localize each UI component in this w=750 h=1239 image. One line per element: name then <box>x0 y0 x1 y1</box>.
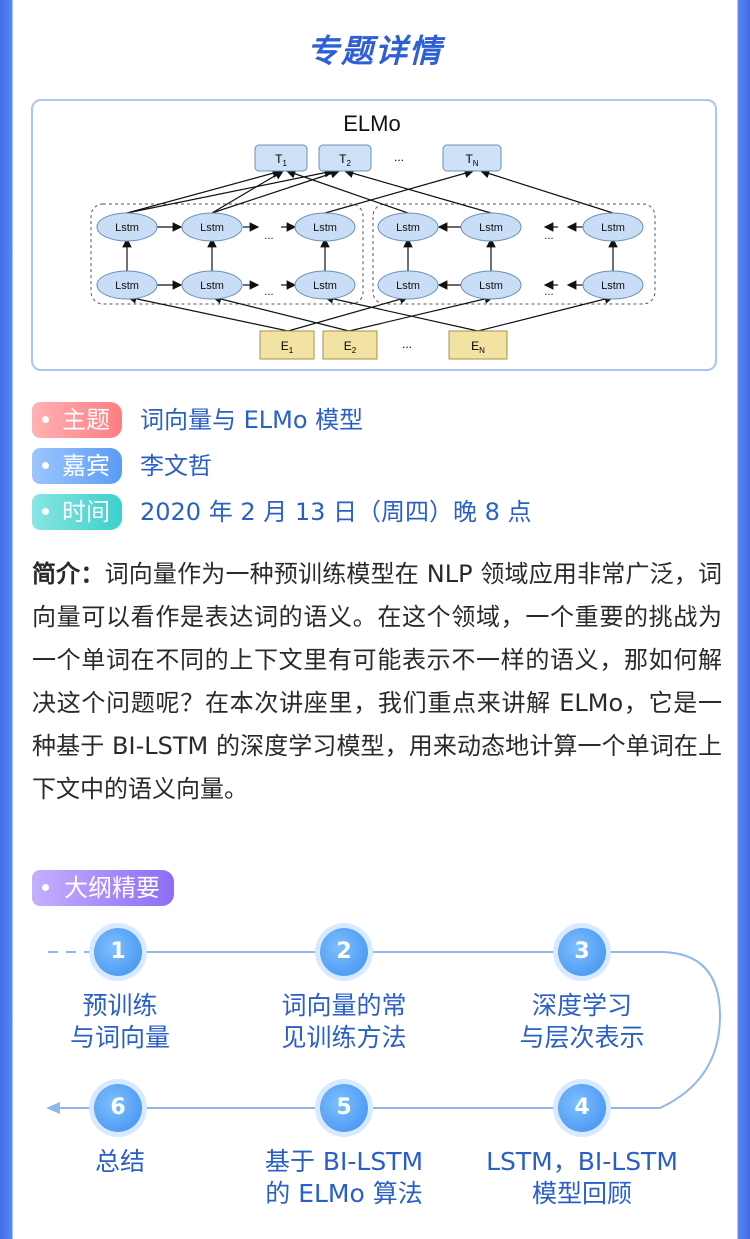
step-5-number: 5 <box>320 1084 368 1132</box>
lstm-node <box>96 212 158 242</box>
lstm-labels: Lstm Lstm Lstm Lstm Lstm Lstm Lstm Lstm … <box>115 222 625 298</box>
lstm-ellipsis: ... <box>264 230 273 242</box>
intro-paragraph: 简介：词向量作为一种预训练模型在 NLP 领域应用非常广泛，词向量可以看作是表达… <box>32 553 722 811</box>
output-label-n: TN <box>465 152 478 168</box>
step-3-line1: 深度学习 <box>531 991 632 1020</box>
lstm-node <box>294 270 356 300</box>
lstm-label: Lstm <box>200 222 224 234</box>
step-3-label: 深度学习 与层次表示 <box>472 990 692 1054</box>
time-value: 2020 年 2 月 13 日（周四）晚 8 点 <box>140 498 532 526</box>
output-label-1: T1 <box>275 152 287 168</box>
step-6-line1: 总结 <box>94 1147 145 1176</box>
output-nodes <box>254 144 502 172</box>
lstm-node <box>181 270 243 300</box>
lstm-label: Lstm <box>601 222 625 234</box>
input-label-n: EN <box>471 339 485 355</box>
lstm-label: Lstm <box>396 222 420 234</box>
step-5-line2: 的 ELMo 算法 <box>265 1179 423 1208</box>
lstm-node <box>460 212 522 242</box>
lstm-node <box>582 212 644 242</box>
lstm-label: Lstm <box>479 280 503 292</box>
step-6-label: 总结 <box>10 1146 230 1178</box>
lstm-node <box>181 212 243 242</box>
output-node-1 <box>254 144 308 172</box>
input-node-1 <box>259 330 315 360</box>
lstm-label: Lstm <box>200 280 224 292</box>
lstm-node <box>460 270 522 300</box>
input-ellipsis: ... <box>402 337 412 351</box>
lstm-node <box>96 270 158 300</box>
lstm-node <box>582 270 644 300</box>
intro-text: 词向量作为一种预训练模型在 NLP 领域应用非常广泛，词向量可以看作是表达词的语… <box>32 560 723 803</box>
elmo-diagram: ELMo <box>31 99 717 371</box>
step-4-line2: 模型回顾 <box>531 1179 632 1208</box>
guest-tag: 嘉宾 <box>32 448 122 484</box>
step-2-label: 词向量的常 见训练方法 <box>234 990 454 1054</box>
diagram-title: ELMo <box>343 111 400 136</box>
step-1-line2: 与词向量 <box>69 1023 170 1052</box>
input-label-2: E2 <box>344 339 357 355</box>
time-tag: 时间 <box>32 494 122 530</box>
forward-lstm-group <box>90 203 364 305</box>
lstm-label: Lstm <box>313 222 337 234</box>
lstm-node <box>377 270 439 300</box>
lstm-nodes <box>96 212 644 300</box>
lstm-label: Lstm <box>601 280 625 292</box>
step-2-number: 2 <box>320 928 368 976</box>
step-4-number: 4 <box>558 1084 606 1132</box>
output-node-2 <box>318 144 372 172</box>
step-1-line1: 预训练 <box>82 991 158 1020</box>
page-title: 专题详情 <box>306 32 443 70</box>
lstm-ellipsis: ... <box>264 286 273 298</box>
intro-label: 简介： <box>32 560 105 588</box>
step-5-line1: 基于 BI-LSTM <box>264 1147 424 1176</box>
outline-tag: 大纲精要 <box>32 870 174 906</box>
lstm-label: Lstm <box>115 222 139 234</box>
topic-tag: 主题 <box>32 402 122 438</box>
elmo-diagram-svg: ELMo <box>90 111 656 360</box>
step-1-number: 1 <box>94 928 142 976</box>
input-nodes <box>259 330 508 360</box>
lstm-node <box>294 212 356 242</box>
lstm-label: Lstm <box>115 280 139 292</box>
input-node-n <box>448 330 508 360</box>
lstm-node <box>377 212 439 242</box>
output-node-n <box>442 144 502 172</box>
step-4-line1: LSTM，BI-LSTM <box>486 1147 678 1176</box>
lstm-label: Lstm <box>479 222 503 234</box>
topic-value: 词向量与 ELMo 模型 <box>140 406 364 434</box>
output-label-2: T2 <box>339 152 351 168</box>
step-3-line2: 与层次表示 <box>519 1023 645 1052</box>
lstm-ellipsis: ... <box>544 230 553 242</box>
step-2-line2: 见训练方法 <box>281 1023 407 1052</box>
step-6-number: 6 <box>94 1084 142 1132</box>
output-ellipsis: ... <box>394 150 404 164</box>
guest-value: 李文哲 <box>140 452 212 480</box>
backward-lstm-group <box>372 203 656 305</box>
lstm-ellipsis: ... <box>544 286 553 298</box>
step-5-label: 基于 BI-LSTM 的 ELMo 算法 <box>234 1146 454 1210</box>
lstm-label: Lstm <box>396 280 420 292</box>
step-4-label: LSTM，BI-LSTM 模型回顾 <box>472 1146 692 1210</box>
input-label-1: E1 <box>281 339 294 355</box>
outline-flow-path <box>46 951 722 1114</box>
step-1-label: 预训练 与词向量 <box>10 990 230 1054</box>
diagram-connections <box>122 167 618 332</box>
step-3-number: 3 <box>558 928 606 976</box>
input-node-2 <box>322 330 378 360</box>
lstm-label: Lstm <box>313 280 337 292</box>
step-2-line1: 词向量的常 <box>281 991 407 1020</box>
